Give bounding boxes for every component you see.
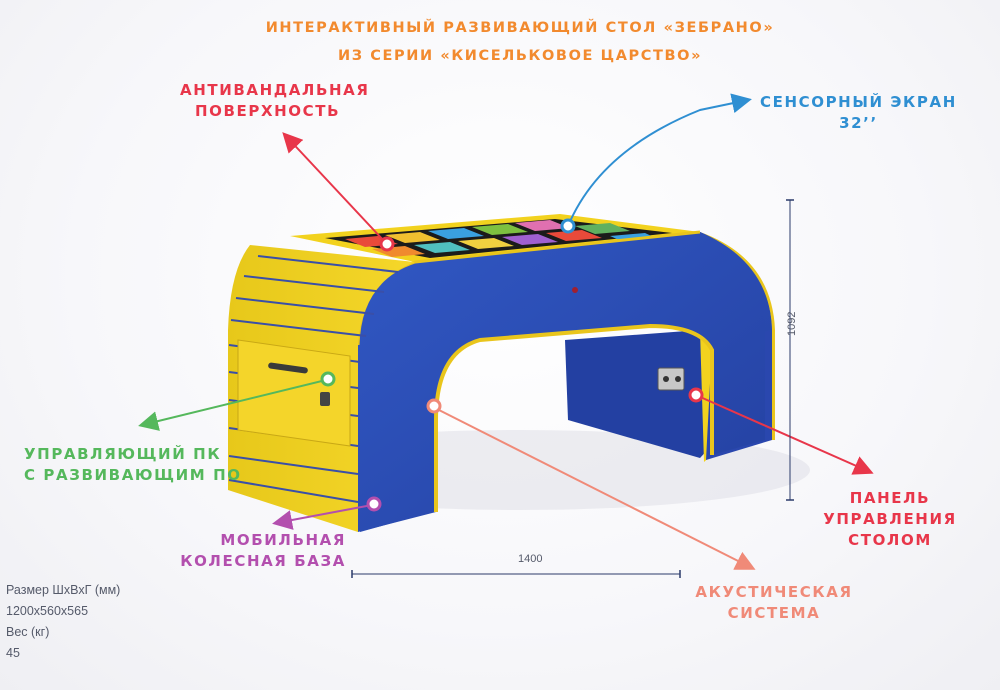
screen-arrow (567, 93, 752, 227)
specs-size-value: 1200х560х565 (6, 604, 89, 618)
callout-base: МОБИЛЬНАЯ КОЛЕСНАЯ БАЗА (176, 530, 346, 572)
callout-pc-line2: С РАЗВИВАЮЩИМ ПО (24, 466, 242, 484)
pc-arrow (138, 379, 327, 431)
width-dimension: 1400 (518, 553, 543, 565)
drawer (237, 339, 351, 447)
callout-surface: АНТИВАНДАЛЬНАЯ ПОВЕРХНОСТЬ (180, 80, 370, 122)
specs-weight-value: 45 (6, 646, 20, 660)
specs-size-label: Размер ШхВхГ (мм) (6, 583, 121, 597)
height-dimension: 1092 (786, 311, 798, 336)
callout-base-line1: МОБИЛЬНАЯ (220, 531, 346, 549)
callout-base-line2: КОЛЕСНАЯ БАЗА (180, 552, 346, 570)
drawer-lock (320, 392, 330, 406)
surface-arrow (282, 132, 386, 243)
callout-panel-line2: УПРАВЛЕНИЯ (823, 510, 957, 528)
callout-screen: СЕНСОРНЫЙ ЭКРАН 32’’ (760, 92, 957, 134)
base-arrow (272, 504, 373, 530)
callout-screen-line1: СЕНСОРНЫЙ ЭКРАН (760, 93, 957, 111)
callout-panel-line3: СТОЛОМ (848, 531, 932, 549)
callout-pc-line1: УПРАВЛЯЮЩИЙ ПК (24, 445, 222, 463)
surface-dot (379, 236, 395, 252)
arch-inner-edge (434, 323, 714, 512)
callout-audio-line1: АКУСТИЧЕСКАЯ (695, 583, 853, 601)
callout-pc: УПРАВЛЯЮЩИЙ ПК С РАЗВИВАЮЩИМ ПО (24, 444, 242, 486)
callout-audio: АКУСТИЧЕСКАЯ СИСТЕМА (694, 582, 854, 624)
screen-dot (560, 218, 576, 234)
base-dot (366, 496, 382, 512)
callout-surface-line1: АНТИВАНДАЛЬНАЯ (180, 81, 370, 99)
callout-surface-line2: ПОВЕРХНОСТЬ (195, 102, 341, 120)
callout-screen-line2: 32’’ (839, 114, 878, 132)
audio-dot (426, 398, 442, 414)
audio-arrow (434, 407, 756, 570)
title-line-2: ИЗ СЕРИИ «КИСЕЛЬКОВОЕ ЦАРСТВО» (337, 48, 703, 64)
specs-weight-label: Вес (кг) (6, 625, 50, 639)
speaker-dot (572, 287, 578, 293)
callout-panel: ПАНЕЛЬ УПРАВЛЕНИЯ СТОЛОМ (810, 488, 970, 551)
panel-dot (688, 387, 704, 403)
callout-panel-line1: ПАНЕЛЬ (849, 489, 931, 507)
callout-audio-line2: СИСТЕМА (727, 604, 821, 622)
drawer-handle (268, 362, 308, 374)
control-panel-lock (657, 367, 685, 391)
panel-arrow (697, 395, 874, 475)
pc-dot (320, 371, 336, 387)
front-face (358, 232, 765, 532)
specs-block: Размер ШхВхГ (мм) 1200х560х565 Вес (кг) … (6, 580, 120, 664)
back-leg-panel (565, 330, 712, 458)
title-line-1: ИНТЕРАКТИВНЫЙ РАЗВИВАЮЩИЙ СТОЛ «ЗЕБРАНО» (265, 20, 775, 36)
